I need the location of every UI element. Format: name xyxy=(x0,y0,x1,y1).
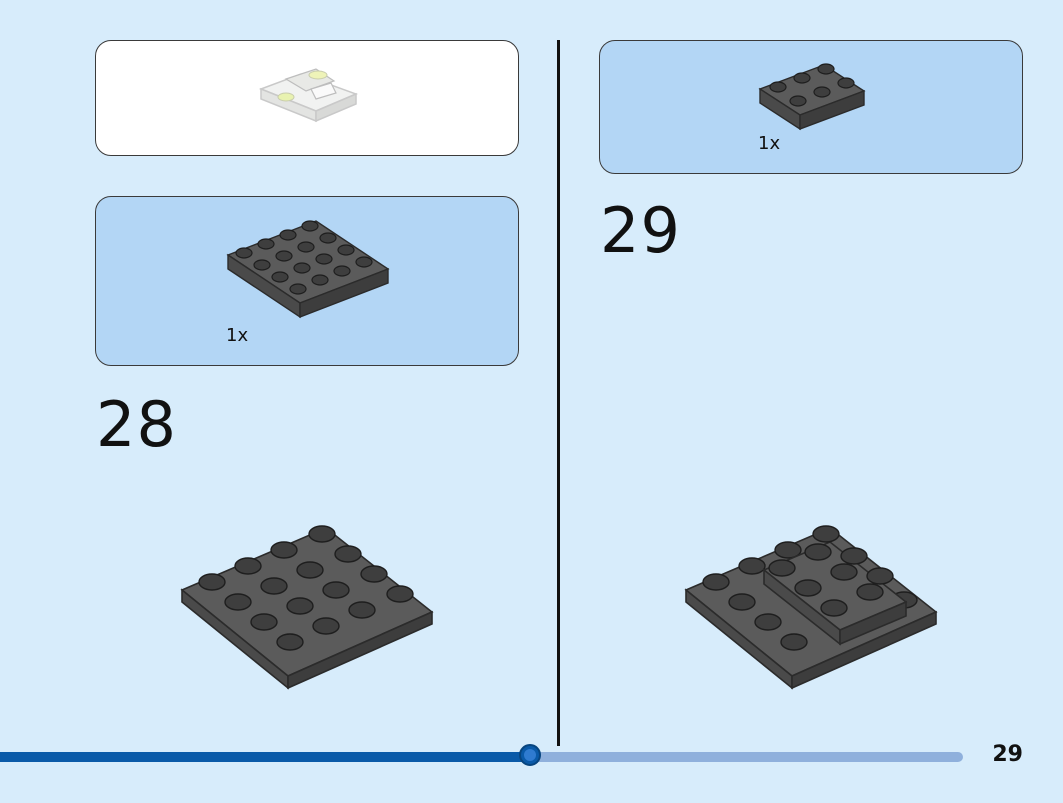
progress-fill xyxy=(0,752,532,762)
brick-2x3-plate-icon xyxy=(758,63,866,131)
step-number-28: 28 xyxy=(96,388,177,461)
parts-quantity-label: 1x xyxy=(758,133,781,154)
progress-handle[interactable] xyxy=(519,744,541,766)
step-29-assembly-plates xyxy=(684,525,938,690)
parts-list-panel-step-28: 1x xyxy=(95,196,519,366)
parts-list-panel-step-29: 1x xyxy=(599,40,1023,174)
parts-quantity-label: 1x xyxy=(226,325,249,346)
previous-step-model-icon xyxy=(258,68,359,123)
page-number: 29 xyxy=(992,742,1023,767)
column-divider xyxy=(557,40,560,746)
step-28-assembly-brick-4x4-plate xyxy=(180,525,434,690)
brick-4x4-plate-icon xyxy=(226,220,390,319)
previous-model-panel xyxy=(95,40,519,156)
step-number-29: 29 xyxy=(600,194,681,267)
